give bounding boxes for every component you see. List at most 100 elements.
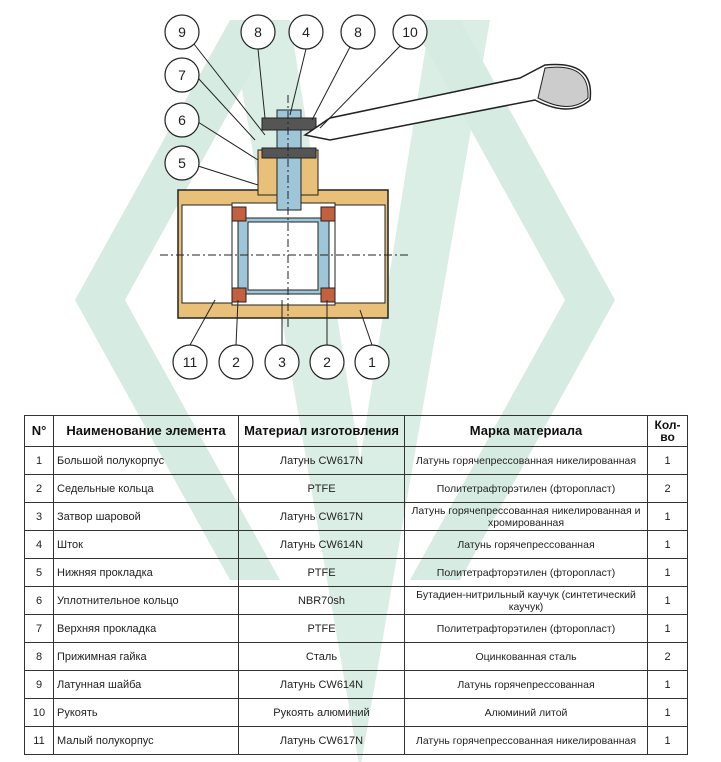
row-name: Большой полукорпус xyxy=(53,446,239,475)
row-qty: 2 xyxy=(647,474,688,503)
row-number: 10 xyxy=(24,698,54,727)
row-name: Латунная шайба xyxy=(53,670,239,699)
row-number: 5 xyxy=(24,558,54,587)
svg-text:1: 1 xyxy=(368,354,376,370)
header-number: N° xyxy=(24,415,54,447)
row-grade: Латунь горячепрессованная никелированная… xyxy=(404,502,648,531)
row-material: NBR70sh xyxy=(238,586,405,615)
row-number: 2 xyxy=(24,474,54,503)
row-grade: Латунь горячепрессованная xyxy=(404,530,648,559)
row-number: 4 xyxy=(24,530,54,559)
row-grade: Алюминий литой xyxy=(404,698,648,727)
row-material: PTFE xyxy=(238,474,405,503)
svg-text:2: 2 xyxy=(323,354,331,370)
callout-8: 8 xyxy=(240,14,276,50)
row-name: Седельные кольца xyxy=(53,474,239,503)
callout-1: 1 xyxy=(354,344,390,380)
row-material: Рукоять алюминий xyxy=(238,698,405,727)
valve-diagram: 9 8 4 8 10 7 6 5 11 2 3 2 1 xyxy=(160,14,592,380)
row-name: Рукоять xyxy=(53,698,239,727)
row-name: Нижняя прокладка xyxy=(53,558,239,587)
row-material: Латунь CW617N xyxy=(238,502,405,531)
table-header-row: N° Наименование элемента Материал изгото… xyxy=(24,415,688,447)
parts-table: N° Наименование элемента Материал изгото… xyxy=(24,415,688,755)
svg-text:2: 2 xyxy=(232,354,240,370)
row-number: 6 xyxy=(24,586,54,615)
row-grade: Латунь горячепрессованная никелированная xyxy=(404,726,648,755)
svg-text:6: 6 xyxy=(178,112,186,128)
row-number: 1 xyxy=(24,446,54,475)
row-grade: Политетрафторэтилен (фторопласт) xyxy=(404,474,648,503)
row-grade: Политетрафторэтилен (фторопласт) xyxy=(404,614,648,643)
callout-9: 9 xyxy=(164,14,200,50)
row-name: Уплотнительное кольцо xyxy=(53,586,239,615)
row-material: Латунь CW617N xyxy=(238,726,405,755)
header-grade: Марка материала xyxy=(404,415,648,447)
callout-5: 5 xyxy=(164,145,200,181)
row-material: Латунь CW614N xyxy=(238,670,405,699)
row-qty: 1 xyxy=(647,446,688,475)
row-name: Шток xyxy=(53,530,239,559)
row-grade: Бутадиен-нитрильный каучук (синтетически… xyxy=(404,586,648,615)
row-name: Прижимная гайка xyxy=(53,642,239,671)
callout-10: 10 xyxy=(392,14,428,50)
row-material: Латунь CW617N xyxy=(238,446,405,475)
row-name: Верхняя прокладка xyxy=(53,614,239,643)
row-qty: 1 xyxy=(647,698,688,727)
row-material: PTFE xyxy=(238,614,405,643)
svg-text:10: 10 xyxy=(402,24,418,40)
row-number: 9 xyxy=(24,670,54,699)
svg-text:4: 4 xyxy=(302,24,310,40)
row-number: 8 xyxy=(24,642,54,671)
row-name: Малый полукорпус xyxy=(53,726,239,755)
row-qty: 1 xyxy=(647,726,688,755)
row-number: 7 xyxy=(24,614,54,643)
callout-3: 3 xyxy=(264,344,300,380)
row-number: 11 xyxy=(24,726,54,755)
header-material: Материал изготовления xyxy=(238,415,405,447)
row-grade: Латунь горячепрессованная никелированная xyxy=(404,446,648,475)
row-qty: 2 xyxy=(647,642,688,671)
svg-text:3: 3 xyxy=(278,354,286,370)
row-grade: Оцинкованная сталь xyxy=(404,642,648,671)
callout-6: 6 xyxy=(164,102,200,138)
svg-text:11: 11 xyxy=(183,354,198,370)
header-qty: Кол-во xyxy=(647,415,688,447)
callout-7: 7 xyxy=(164,57,200,93)
callout-8b: 8 xyxy=(340,14,376,50)
svg-text:7: 7 xyxy=(178,67,186,83)
callout-11: 11 xyxy=(172,344,208,380)
callout-2: 2 xyxy=(218,344,254,380)
callout-2b: 2 xyxy=(309,344,345,380)
row-name: Затвор шаровой xyxy=(53,502,239,531)
row-qty: 1 xyxy=(647,530,688,559)
row-material: Латунь CW614N xyxy=(238,530,405,559)
row-qty: 1 xyxy=(647,586,688,615)
row-number: 3 xyxy=(24,502,54,531)
svg-text:9: 9 xyxy=(178,24,186,40)
row-qty: 1 xyxy=(647,558,688,587)
row-grade: Латунь горячепрессованная xyxy=(404,670,648,699)
row-material: PTFE xyxy=(238,558,405,587)
row-material: Сталь xyxy=(238,642,405,671)
svg-text:8: 8 xyxy=(354,24,362,40)
row-qty: 1 xyxy=(647,614,688,643)
row-qty: 1 xyxy=(647,502,688,531)
callout-4: 4 xyxy=(288,14,324,50)
svg-text:8: 8 xyxy=(254,24,262,40)
row-qty: 1 xyxy=(647,670,688,699)
row-grade: Политетрафторэтилен (фторопласт) xyxy=(404,558,648,587)
svg-text:5: 5 xyxy=(178,155,186,171)
